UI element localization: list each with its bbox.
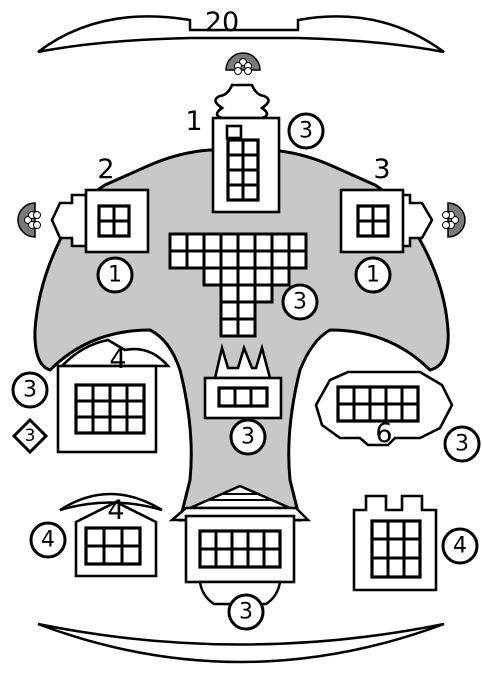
lower-left-badge[interactable]: 3: [13, 373, 47, 407]
svg-text:4: 4: [41, 528, 55, 553]
cross-grid-cell: [238, 319, 255, 336]
banner-number: 20: [205, 7, 239, 38]
cross-grid-cell: [238, 234, 255, 251]
cross-grid-cell: [272, 251, 289, 268]
structure-bottom-center[interactable]: 3: [172, 486, 308, 629]
cross-grid-cell: [238, 251, 255, 268]
right-tower-badge[interactable]: 1: [356, 258, 390, 292]
cross-grid-cell: [204, 234, 221, 251]
bottom-right-badge[interactable]: 4: [443, 529, 477, 563]
svg-text:3: 3: [299, 119, 313, 144]
svg-text:4: 4: [453, 534, 467, 559]
svg-text:3: 3: [23, 378, 37, 403]
cross-grid-cell: [255, 251, 272, 268]
svg-text:3: 3: [239, 600, 253, 625]
cross-grid-cell: [289, 234, 306, 251]
cross-grid-cell: [221, 251, 238, 268]
bottom-left-badge[interactable]: 4: [31, 523, 65, 557]
lower-left-label: 4: [109, 344, 126, 375]
svg-text:3: 3: [241, 425, 255, 450]
svg-text:3: 3: [455, 432, 469, 457]
structure-lower-right[interactable]: 6 3: [316, 372, 479, 461]
cross-grid-cell: [255, 268, 272, 285]
left-tower-label: 2: [97, 154, 114, 185]
flower-vent-icon: [443, 203, 466, 237]
svg-text:1: 1: [108, 263, 122, 288]
svg-text:3: 3: [25, 426, 36, 446]
top-tower-label: 1: [185, 106, 202, 137]
center-small-badge[interactable]: 3: [231, 420, 265, 454]
cross-grid-cell: [221, 268, 238, 285]
cross-grid-cell: [221, 285, 238, 302]
bottom-left-label: 4: [107, 495, 124, 526]
cross-grid-cell: [238, 268, 255, 285]
flower-vent-icon: [226, 53, 260, 75]
cross-grid-cell: [238, 302, 255, 319]
lower-right-badge[interactable]: 3: [445, 427, 479, 461]
right-tower-label: 3: [373, 154, 390, 185]
structure-bottom-left[interactable]: 4 4: [31, 494, 162, 576]
flower-vent-icon: [18, 203, 41, 237]
cross-grid-cell: [289, 251, 306, 268]
cross-grid-cell: [221, 302, 238, 319]
structure-lower-left[interactable]: 4 3 3: [13, 340, 168, 452]
center-cross-badge[interactable]: 3: [283, 285, 317, 319]
bottom-center-badge[interactable]: 3: [229, 595, 263, 629]
svg-text:1: 1: [366, 263, 380, 288]
left-tower-badge[interactable]: 1: [98, 258, 132, 292]
cross-grid-cell: [272, 268, 289, 285]
cross-grid-cell: [272, 234, 289, 251]
lower-left-diamond-badge[interactable]: 3: [14, 420, 46, 452]
cross-grid-cell: [255, 285, 272, 302]
cross-grid-cell: [221, 319, 238, 336]
svg-text:3: 3: [293, 290, 307, 315]
cross-grid-cell: [170, 251, 187, 268]
cross-grid-cell: [187, 234, 204, 251]
cross-grid-cell: [221, 234, 238, 251]
top-tower-badge[interactable]: 3: [289, 114, 323, 148]
structure-bottom-right[interactable]: 4: [354, 496, 477, 590]
cross-grid-cell: [204, 251, 221, 268]
cross-grid-cell: [170, 234, 187, 251]
cross-grid-cell: [255, 234, 272, 251]
cross-grid-cell: [187, 251, 204, 268]
lower-right-label: 6: [375, 418, 392, 449]
cross-grid-cell: [204, 268, 221, 285]
top-banner: 20: [38, 7, 444, 52]
cross-grid-cell: [238, 285, 255, 302]
